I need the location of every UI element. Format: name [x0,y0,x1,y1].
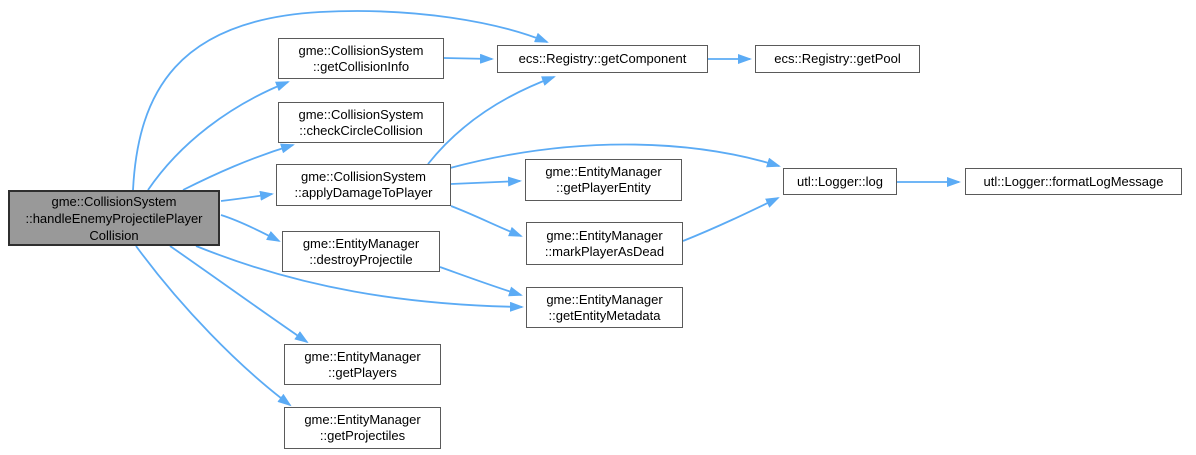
node-label-line: utl::Logger::formatLogMessage [983,173,1164,189]
node-formatLogMessage[interactable]: utl::Logger::formatLogMessage [965,168,1182,195]
node-label-line: gme::EntityManager [545,164,662,179]
node-getProjectiles[interactable]: gme::EntityManager ::getProjectiles [284,407,441,449]
node-label-line: gme::EntityManager [546,227,663,243]
node-getPlayers[interactable]: gme::EntityManager ::getPlayers [284,344,441,385]
node-getComponent[interactable]: ecs::Registry::getComponent [497,45,708,73]
node-label-line: ::getEntityMetadata [548,307,661,323]
node-label-line: gme::CollisionSystem [298,42,424,58]
node-label-line: gme::EntityManager [302,235,420,251]
node-label-line: ::markPlayerAsDead [544,243,665,259]
node-label-line: Collision [89,227,139,243]
node-label-line: ::checkCircleCollision [299,122,423,138]
node-applyDamageToPlayer[interactable]: gme::CollisionSystem ::applyDamageToPlay… [276,164,451,206]
edge-main-to-getProjectiles [135,245,292,407]
node-label-line: ::getPlayerEntity [556,180,651,195]
node-label-line: gme::CollisionSystem [51,193,177,209]
edge-main-to-destroyProjectile [220,214,281,242]
node-label-line: ecs::Registry::getPool [774,51,901,66]
edge-main-to-applyDamageToPlayer [220,190,274,202]
node-getEntityMetadata[interactable]: gme::EntityManager ::getEntityMetadata [526,287,683,328]
edge-applyDamageToPlayer-to-getPlayerEntity [450,176,522,187]
node-getPlayerEntity[interactable]: gme::EntityManager ::getPlayerEntity [525,159,682,201]
node-label-line: gme::CollisionSystem [298,106,424,122]
node-label-line: gme::EntityManager [304,348,421,364]
edge-applyDamageToPlayer-to-log [449,143,781,169]
node-label-line: ::getCollisionInfo [312,58,410,74]
edge-getCollisionInfo-to-getComponent [443,53,494,64]
edge-main-to-getCollisionInfo [147,81,290,191]
node-checkCircleCollision[interactable]: gme::CollisionSystem ::checkCircleCollis… [278,102,444,143]
node-label-line: gme::CollisionSystem [301,169,426,184]
node-label-line: ::getPlayers [328,364,397,380]
node-label-line: gme::EntityManager [304,412,421,427]
node-label-line: utl::Logger::log [796,173,883,189]
edge-main-to-getEntityMetadata [195,245,524,312]
edge-markPlayerAsDead-to-log [682,197,780,242]
edge-applyDamageToPlayer-to-markPlayerAsDead [450,205,523,237]
node-label-line: ::destroyProjectile [309,251,413,267]
node-handleEnemyProjectilePlayerCollision: gme::CollisionSystem ::handleEnemyProjec… [8,190,220,246]
node-label-line: ecs::Registry::getComponent [518,51,687,66]
node-getCollisionInfo[interactable]: gme::CollisionSystem ::getCollisionInfo [278,38,444,79]
edge-main-to-getPlayers [169,245,309,344]
edge-applyDamageToPlayer-to-getComponent [427,76,556,165]
edge-main-to-getComponent [132,10,549,191]
edge-main-to-checkCircleCollision [182,143,295,191]
node-destroyProjectile[interactable]: gme::EntityManager ::destroyProjectile [282,231,440,272]
node-getPool[interactable]: ecs::Registry::getPool [755,45,920,73]
node-markPlayerAsDead[interactable]: gme::EntityManager ::markPlayerAsDead [526,222,683,265]
node-label-line: gme::EntityManager [546,291,663,307]
node-log[interactable]: utl::Logger::log [783,168,897,195]
node-label-line: ::applyDamageToPlayer [294,185,433,200]
node-label-line: ::handleEnemyProjectilePlayer [25,210,203,226]
edge-destroyProjectile-to-getEntityMetadata [439,266,523,297]
node-label-line: ::getProjectiles [319,428,406,443]
